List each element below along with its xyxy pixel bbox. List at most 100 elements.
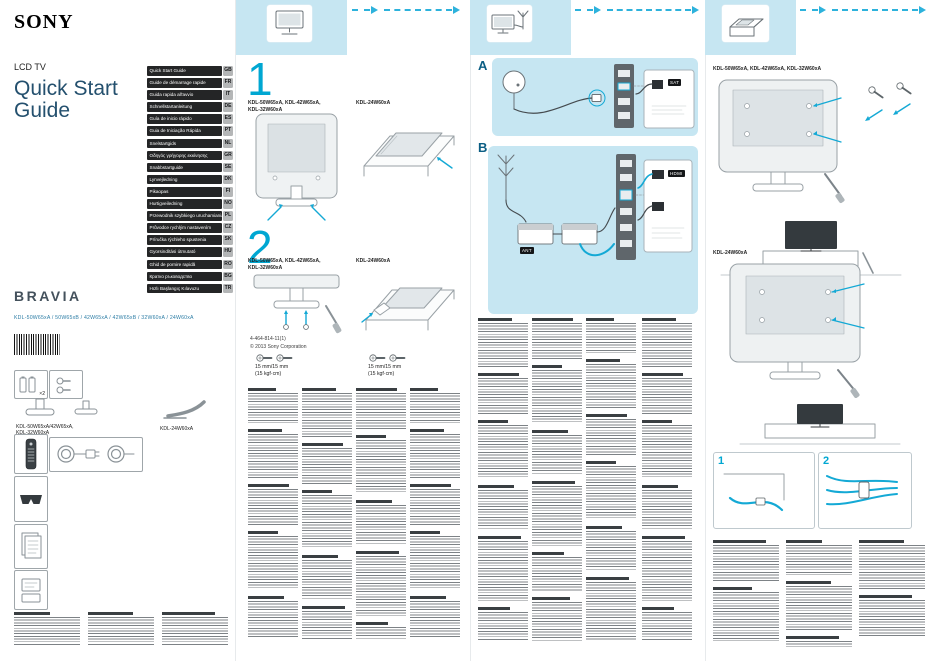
stand-label-3: KDL-24W60xA [160, 426, 194, 432]
product-type: LCD TV [14, 62, 46, 72]
text-column [302, 388, 352, 646]
paragraph-lines [642, 490, 692, 530]
language-code-badge: ES [223, 114, 233, 124]
package-icon-box [722, 5, 769, 42]
language-code-badge: SE [223, 162, 233, 173]
paragraph-heading-lines [586, 577, 629, 580]
tv-antenna-icon-box [487, 5, 532, 42]
language-code-badge: CZ [223, 223, 233, 233]
flow-arrow-dash [800, 9, 818, 11]
language-label: Guía de inicio rápido [147, 114, 222, 124]
paragraph-heading-lines [248, 388, 276, 391]
language-code-badge: GB [223, 66, 233, 76]
text-column [713, 540, 779, 648]
screw-icon [256, 354, 293, 362]
panel4-model24-label: KDL-24W60xA [713, 250, 748, 256]
screw-length: 15 mm/15 mm [368, 364, 402, 370]
paragraph-lines [786, 545, 852, 575]
paragraph-heading-lines [410, 388, 438, 391]
paragraph-heading-lines [532, 552, 564, 555]
paragraph-heading-lines [162, 612, 216, 615]
arrow-head-icon [819, 6, 826, 14]
paragraph-heading-lines [88, 612, 133, 615]
paragraph-lines [410, 601, 460, 639]
language-code-badge: SK [223, 235, 233, 245]
paragraph-lines [302, 611, 352, 639]
language-code-badge: TR [223, 283, 233, 294]
paragraph-heading-lines [478, 536, 521, 539]
paragraph-heading-lines [248, 429, 282, 432]
language-label: Průvodce rychlým nastavením [147, 223, 222, 233]
paragraph-heading-lines [356, 435, 386, 438]
screw-spec-right: 15 mm/15 mm (15 kgf·cm) [368, 352, 408, 378]
paragraph-heading-lines [532, 430, 568, 433]
text-column [356, 388, 406, 646]
fold-line [470, 0, 471, 661]
page-title: Quick Start Guide [14, 78, 118, 122]
warranty-card-icon [21, 578, 41, 603]
paragraph-lines [356, 627, 406, 639]
paragraph-lines [586, 419, 636, 455]
paragraph-lines [532, 370, 582, 424]
section-a-label: A [478, 58, 488, 73]
power-cord-icon [57, 445, 135, 463]
arrow-head-icon [692, 6, 699, 14]
language-label: Gyorsindítási útmutató [147, 247, 222, 257]
paragraph-lines [478, 425, 528, 479]
step1-caption-left: KDL-50W65xA, KDL-42W65xA, KDL-32W60xA [248, 100, 321, 113]
battery-count: ×2 [39, 391, 45, 397]
paragraph-heading-lines [642, 373, 683, 376]
fold-line [235, 0, 236, 661]
paragraph-lines [586, 466, 636, 520]
paragraph-heading-lines [642, 536, 685, 539]
paragraph-heading-lines [410, 531, 440, 534]
paragraph-lines [532, 602, 582, 641]
step2-caption-left: KDL-50W65xA, KDL-42W65xA, KDL-32W60xA [248, 258, 321, 271]
tv-icon-box [267, 5, 312, 42]
screw-torque: (15 kgf·cm) [255, 371, 282, 377]
language-label: Pikaopas [147, 186, 222, 197]
page-title-line2: Guide [14, 99, 71, 122]
caption-line: KDL-50W65xA, KDL-42W65xA, [248, 100, 321, 106]
caption-line: KDL-50W65xA, KDL-42W65xA, [248, 258, 321, 264]
text-column [642, 318, 692, 648]
text-column [786, 540, 852, 648]
paragraph-lines [302, 560, 352, 600]
arrow-head-icon [371, 6, 378, 14]
tv-antenna-icon [491, 10, 529, 34]
paragraph-heading-lines [532, 318, 573, 321]
arrow-head-icon [594, 6, 601, 14]
cable-routing-step1-box: 1 [713, 452, 815, 529]
paragraph-heading-lines [410, 429, 444, 432]
paragraph-lines [356, 556, 406, 616]
hdmi-label-chip: HDMI [668, 170, 685, 177]
connection-b-block [488, 146, 698, 314]
paragraph-lines [88, 617, 154, 645]
accessory-box-documents [14, 524, 48, 569]
paragraph-heading-lines [302, 443, 343, 446]
paragraph-heading-lines [859, 595, 913, 598]
language-code-badge: PT [223, 126, 233, 137]
text-column [14, 612, 80, 652]
paragraph-lines [532, 435, 582, 475]
panel4-models-heading: KDL-50W65xA, KDL-42W65xA, KDL-32W60xA [713, 66, 822, 72]
screws-icon [56, 377, 71, 394]
language-code-badge: IT [223, 90, 233, 100]
battery-icon [19, 376, 36, 393]
paragraph-heading-lines [786, 636, 840, 639]
paragraph-heading-lines [410, 484, 451, 487]
fold-line [705, 0, 706, 661]
paragraph-lines [713, 592, 779, 641]
tv-back-detach-illustration [713, 76, 848, 206]
stand-label-2: KDL-32W60xA [16, 430, 50, 436]
text-column [478, 318, 528, 648]
